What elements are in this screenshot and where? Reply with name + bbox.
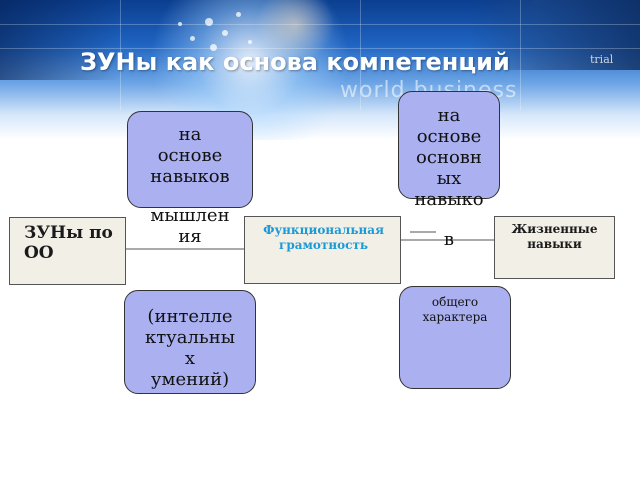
callout-line: на (178, 124, 202, 145)
callout-line: навыков (150, 166, 230, 187)
callout-basic-overflow: в (398, 229, 500, 250)
callout-line: ия (178, 226, 202, 247)
banner-dot (248, 40, 252, 44)
callout-line: ых (436, 168, 462, 189)
banner-dot (190, 36, 195, 41)
banner-grid-line (0, 24, 640, 25)
callout-intellectual-skills: (интелле ктуальны х умений) (124, 290, 256, 394)
callout-line: х (184, 348, 196, 369)
callout-line: (интелле (147, 306, 233, 327)
callout-line: основн (416, 147, 482, 168)
callout-line: мышлен (150, 205, 230, 226)
callout-line: навыко (414, 189, 484, 210)
banner-grid-line (0, 48, 640, 49)
callout-line: на (437, 105, 461, 126)
banner-dot (222, 30, 228, 36)
banner-dot (178, 22, 182, 26)
callout-line: общего (431, 295, 479, 309)
banner-dark-left (0, 0, 120, 80)
banner-person-image (255, 0, 335, 62)
banner-dot (205, 18, 213, 26)
callout-general-character: общего характера (399, 286, 511, 389)
corner-text: trial (590, 53, 614, 66)
header-banner: world business trial (0, 0, 640, 140)
banner-dot (236, 12, 241, 17)
callout-line: ктуальны (144, 327, 236, 348)
banner-dot (210, 44, 217, 51)
callout-line: характера (422, 310, 488, 324)
box-zuny: ЗУНы по ОО (9, 217, 126, 285)
box-life-skills: Жизненные навыки (494, 216, 615, 279)
callout-thinking-skills: на основе навыков (127, 111, 253, 208)
callout-thinking-overflow: мышлен ия (127, 205, 253, 247)
slide-title: ЗУНы как основа компетенций (80, 48, 510, 76)
banner-grid-line (520, 0, 521, 110)
banner-grid-line (360, 0, 361, 110)
banner-dark-right (470, 0, 640, 70)
callout-line: основе (416, 126, 482, 147)
callout-line: в (443, 229, 455, 250)
callout-line: умений) (150, 369, 230, 390)
banner-grid-line (120, 0, 121, 110)
callout-basic-skills: на основе основн ых навыко (398, 91, 500, 210)
callout-line: основе (157, 145, 223, 166)
box-functional-literacy: Функциональная грамотность (244, 216, 401, 284)
